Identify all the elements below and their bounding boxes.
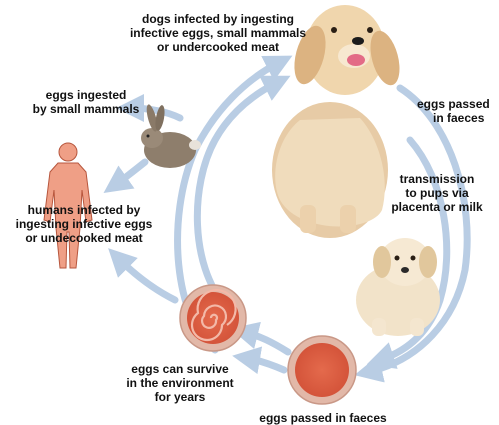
label-eggs-survive: eggs can survive in the environment for …	[110, 362, 250, 404]
arrow-inner-left	[197, 82, 278, 305]
arrow-eggs-to-larva	[244, 332, 288, 352]
label-transmission: transmission to pups via placenta or mil…	[378, 172, 496, 214]
label-dogs-infected: dogs infected by ingesting infective egg…	[118, 12, 318, 54]
arrow-eggs-to-larva-2	[246, 358, 284, 370]
puppy-image	[356, 238, 440, 336]
larval-egg-icon	[180, 285, 246, 351]
egg-icon	[288, 336, 356, 404]
arrow-to-human	[118, 258, 175, 300]
label-eggs-passed-bottom: eggs passed in faeces	[238, 411, 408, 425]
arrow-rabbit-to-human	[115, 162, 145, 185]
label-humans-infected: humans infected by ingesting infective e…	[0, 203, 168, 245]
label-eggs-ingested: eggs ingested by small mammals	[26, 88, 146, 116]
label-eggs-passed-top: eggs passed in faeces	[417, 97, 499, 125]
